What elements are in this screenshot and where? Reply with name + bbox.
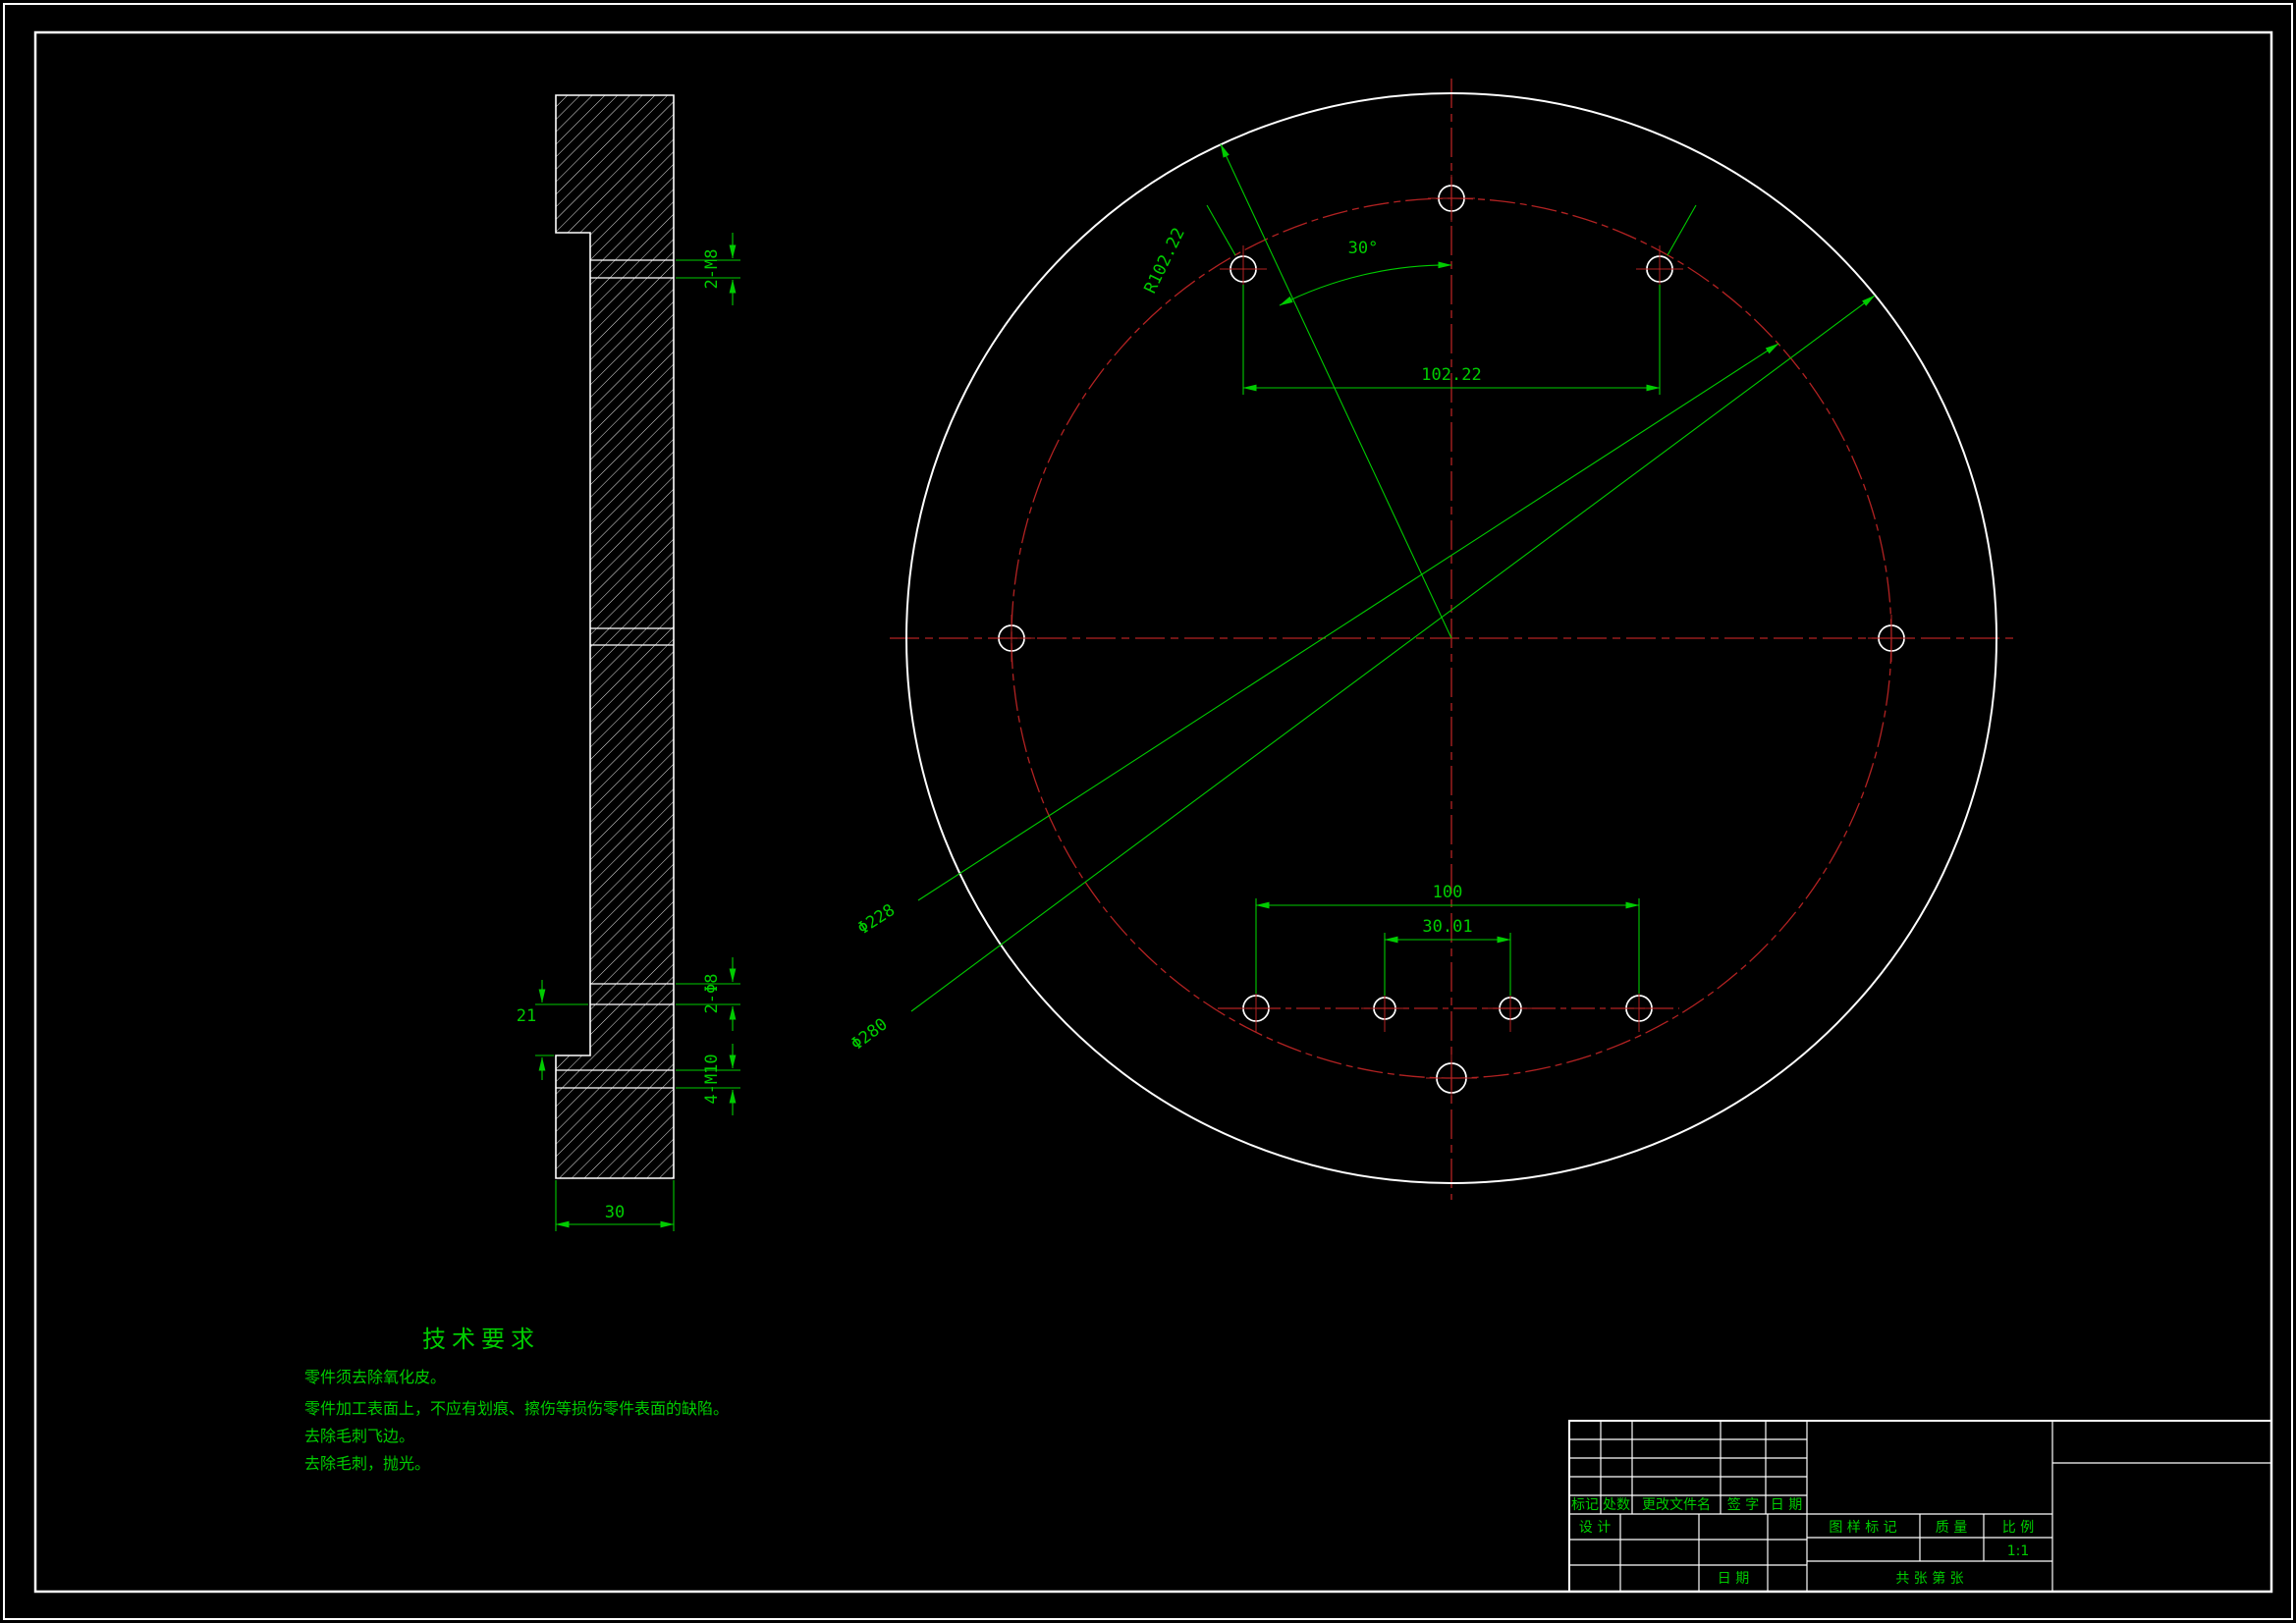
tech-requirements-title: 技术要求	[422, 1325, 540, 1353]
titleblock-col-count: 处数	[1603, 1497, 1630, 1513]
titleblock-col-file: 更改文件名	[1642, 1497, 1711, 1513]
dim-100-label: 100	[1433, 883, 1463, 902]
tech-requirement-item: 零件须去除氧化皮。	[304, 1368, 446, 1386]
titleblock-row-design: 设 计	[1579, 1520, 1611, 1536]
titleblock-col-sign: 签 字	[1727, 1496, 1759, 1513]
outer-circle	[905, 92, 1997, 1184]
section-feature-lines	[556, 259, 674, 1089]
section-profile	[555, 94, 675, 1179]
dim-4m10-label: 4-M10	[702, 1054, 722, 1104]
titleblock-mass-label: 质 量	[1936, 1520, 1967, 1536]
titleblock-sheet-info: 共 张 第 张	[1895, 1570, 1963, 1587]
titleblock-scale-label: 比 例	[2002, 1520, 2034, 1536]
title-block: 标记 处数 更改文件名 签 字 日 期 设 计 日 期 图 样 标 记 质 量 …	[1568, 1420, 2272, 1593]
titleblock-col-mark: 标记	[1571, 1497, 1599, 1513]
tech-requirement-item: 零件加工表面上，不应有划痕、擦伤等损伤零件表面的缺陷。	[304, 1399, 729, 1418]
drawing-frame	[3, 3, 2293, 1620]
section-dimension-lines	[535, 233, 740, 1231]
dim-3001-label: 30.01	[1422, 917, 1472, 937]
dim-2phi8-label: 2-Φ8	[702, 974, 722, 1014]
tech-requirement-item: 去除毛刺飞边。	[304, 1427, 414, 1445]
titleblock-col-date: 日 期	[1771, 1497, 1802, 1513]
dim-chord-label: 102.22	[1421, 365, 1481, 385]
dim-2m8-label: 2-M8	[702, 249, 722, 290]
technical-requirements: 技术要求 零件须去除氧化皮。 零件加工表面上，不应有划痕、擦伤等损伤零件表面的缺…	[304, 1325, 729, 1473]
front-dimension-lines	[910, 143, 1876, 1012]
dim-angle-label: 30°	[1348, 239, 1379, 258]
titleblock-stamp-label: 图 样 标 记	[1829, 1520, 1896, 1536]
title-block-grid	[1568, 1420, 2272, 1593]
section-view: 2-M8 2-Φ8 4-M10 21 30	[517, 94, 740, 1231]
dim-30-label: 30	[605, 1203, 625, 1222]
dim-21-label: 21	[517, 1006, 536, 1026]
titleblock-row-date: 日 期	[1718, 1571, 1749, 1587]
titleblock-scale-value: 1:1	[2007, 1543, 2030, 1559]
tech-requirement-item: 去除毛刺，抛光。	[304, 1454, 430, 1473]
